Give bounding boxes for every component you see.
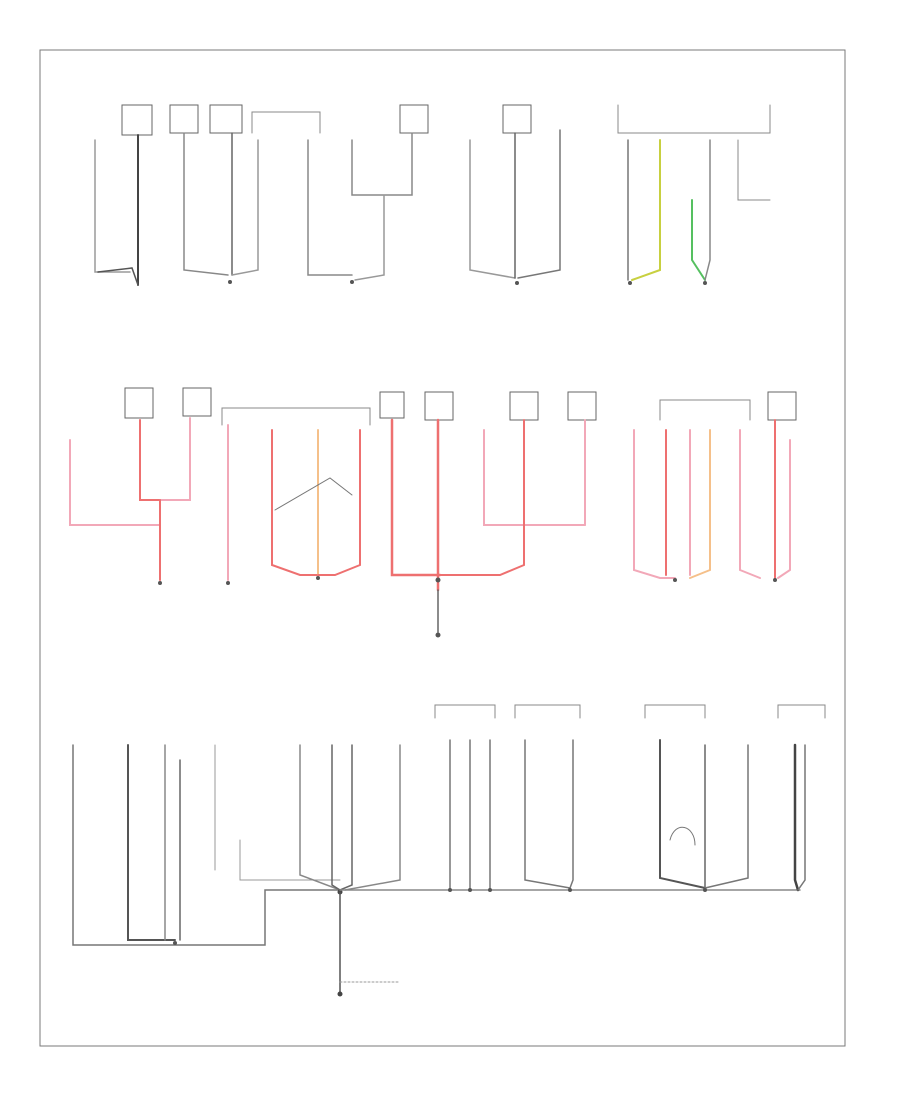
- component-bracket: [659, 399, 751, 421]
- wire: [97, 267, 139, 286]
- wire-pink: [777, 439, 791, 579]
- wire: [344, 744, 401, 891]
- splice-junction-dot: [316, 576, 320, 580]
- ground-terminal-icon: [337, 991, 343, 997]
- wire: [793, 743, 800, 892]
- splice-junction-dot: [568, 888, 572, 892]
- wire-orange: [689, 429, 711, 579]
- component-box: [767, 391, 797, 421]
- component-box: [169, 104, 199, 134]
- wire: [94, 139, 131, 273]
- component-box: [379, 391, 405, 419]
- component-box: [424, 391, 454, 421]
- wire-red: [271, 429, 319, 576]
- component-bracket: [617, 104, 771, 134]
- wire: [183, 132, 229, 276]
- wire-pink: [159, 417, 191, 501]
- splice-junction-dot: [350, 280, 354, 284]
- wire: [127, 744, 176, 941]
- wire: [669, 827, 696, 846]
- component-box: [567, 391, 597, 421]
- wire: [797, 744, 806, 891]
- wire-yellow-green: [631, 139, 661, 281]
- splice-junction-dot: [226, 581, 230, 585]
- wire-pink: [633, 429, 676, 579]
- wire: [469, 139, 516, 279]
- wire: [274, 477, 353, 511]
- splice-junction-dot: [773, 578, 777, 582]
- wire-red: [139, 419, 161, 501]
- wire: [331, 744, 341, 891]
- component-bracket: [221, 407, 371, 426]
- splice-junction-dot: [628, 281, 632, 285]
- component-box: [399, 104, 429, 134]
- wire-red: [439, 524, 525, 576]
- component-box: [209, 104, 243, 134]
- wire: [72, 744, 341, 946]
- section-bottom: [72, 704, 826, 997]
- wire: [704, 744, 749, 889]
- wire: [299, 744, 341, 891]
- wire: [307, 139, 353, 276]
- wire: [737, 139, 771, 201]
- component-box: [182, 387, 212, 417]
- wire: [239, 839, 341, 881]
- splice-junction-dot: [435, 577, 441, 583]
- component-box: [121, 104, 153, 136]
- wire-green: [691, 199, 706, 281]
- component-box: [502, 104, 532, 134]
- splice-junction-dot: [158, 581, 162, 585]
- diagram-frame: [39, 49, 846, 1047]
- component-bracket: [251, 111, 321, 134]
- splice-junction-dot: [448, 888, 452, 892]
- component-box: [509, 391, 539, 421]
- splice-junction-dot: [673, 578, 677, 582]
- wire-pink: [483, 429, 586, 526]
- wire-red: [390, 418, 442, 577]
- wire: [659, 739, 706, 889]
- section-top: [94, 104, 771, 286]
- component-bracket: [434, 704, 496, 719]
- splice-junction-dot: [703, 281, 707, 285]
- splice-junction-dot: [228, 280, 232, 284]
- splice-junction-dot: [703, 888, 707, 892]
- wire: [517, 129, 561, 279]
- wire: [569, 739, 574, 889]
- wire-pink: [69, 439, 161, 526]
- wire-pink: [739, 429, 761, 579]
- wire: [524, 739, 571, 889]
- component-bracket: [644, 704, 706, 719]
- component-box: [124, 387, 154, 419]
- wire: [354, 194, 385, 281]
- wire: [339, 744, 353, 891]
- splice-junction-dot: [173, 941, 177, 945]
- wire-red: [317, 429, 361, 576]
- wire: [351, 132, 413, 196]
- splice-junction-dot: [488, 888, 492, 892]
- splice-junction-dot: [468, 888, 472, 892]
- wire: [704, 139, 711, 281]
- wire: [231, 139, 259, 276]
- section-middle: [69, 387, 797, 638]
- splice-junction-dot: [515, 281, 519, 285]
- component-bracket: [777, 704, 826, 719]
- component-bracket: [514, 704, 581, 719]
- ground-terminal-icon: [435, 632, 441, 638]
